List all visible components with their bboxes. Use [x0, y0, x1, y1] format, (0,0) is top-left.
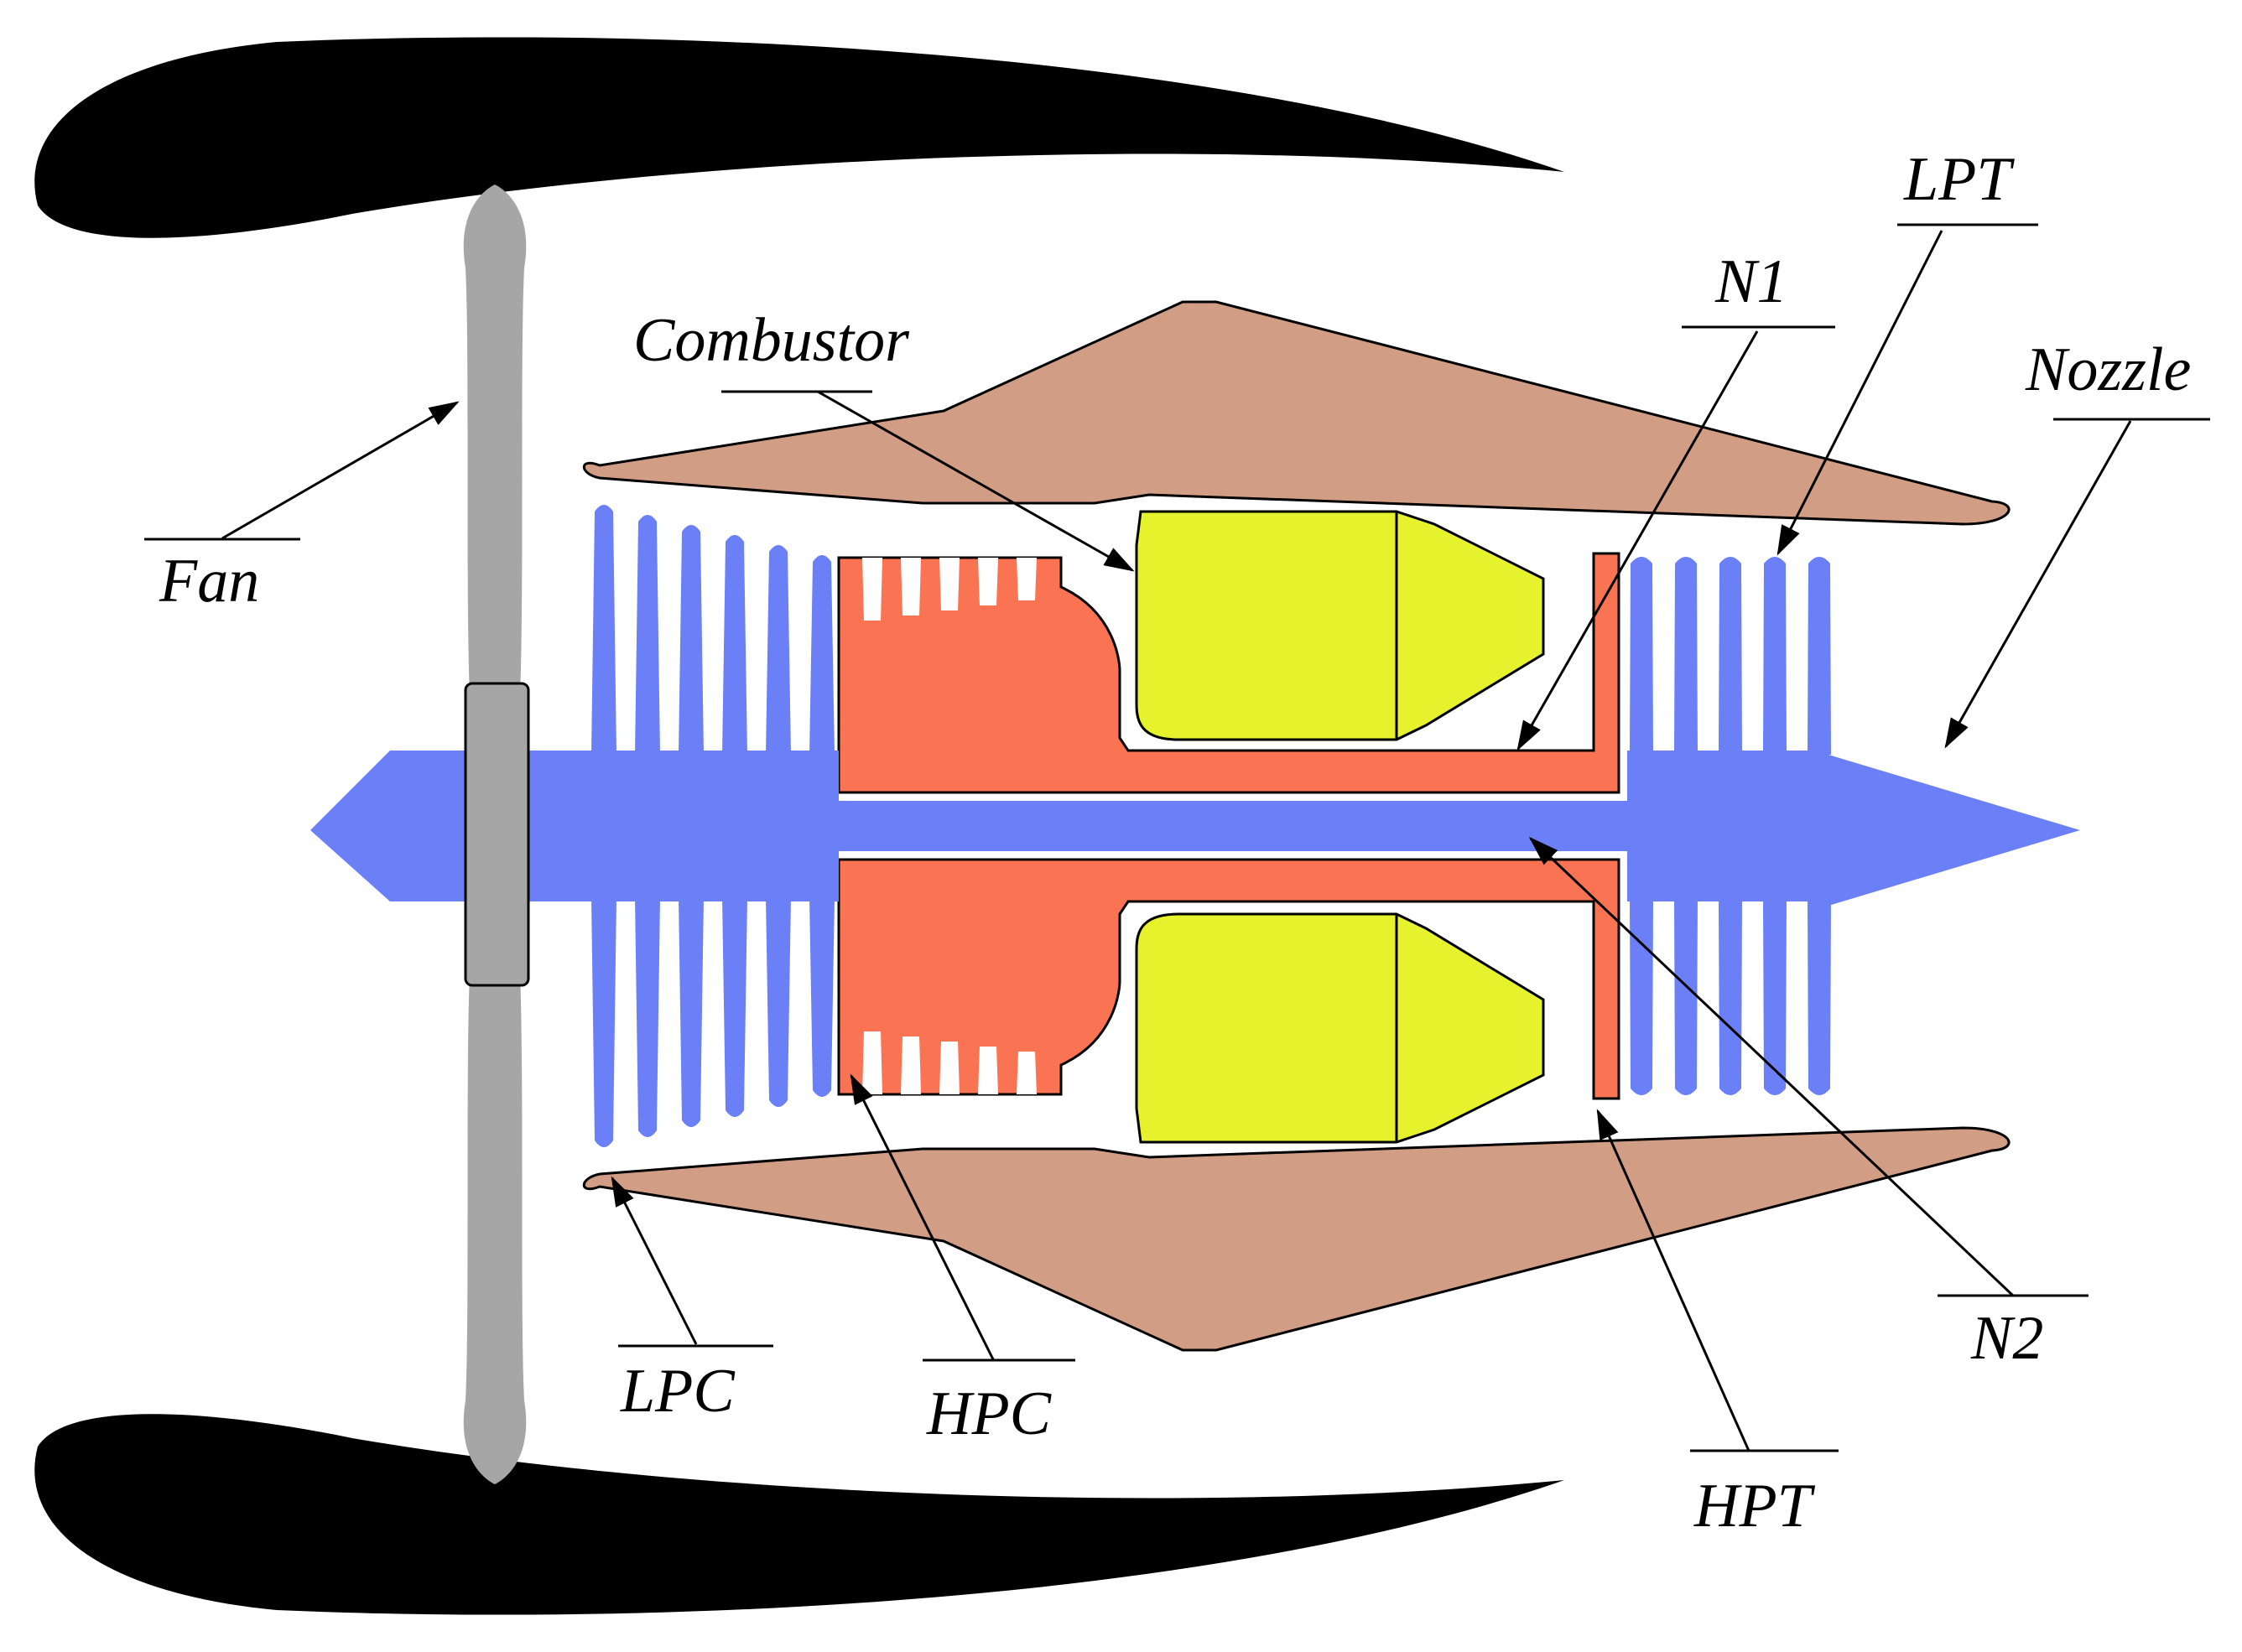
fan — [463, 184, 530, 1484]
lpt-blade — [1808, 897, 1831, 1095]
hpc-blades-upper — [862, 558, 1037, 621]
n2-leader — [1528, 836, 2015, 1297]
casing-upper — [582, 300, 2011, 526]
lpt-blade — [1630, 897, 1653, 1095]
nacelle-lower-cowl — [34, 1414, 1564, 1615]
hpc-blade — [978, 1047, 998, 1094]
hpc-lower-body — [837, 858, 1620, 1100]
hpc-upper-body — [837, 552, 1620, 794]
label-fan: Fan — [159, 547, 259, 616]
label-nozzle: Nozzle — [2025, 335, 2191, 404]
hpc-blade — [1017, 1052, 1037, 1094]
hpc-blade — [1017, 558, 1037, 600]
label-lpc: LPC — [620, 1357, 736, 1426]
lpc-blade — [722, 535, 747, 755]
fan-blade-lower — [463, 973, 527, 1484]
lpt-blade — [1808, 557, 1831, 755]
combustor — [1135, 510, 1545, 1144]
lpc-blades — [591, 505, 835, 1147]
leader-lines — [221, 230, 2132, 1452]
hpc-blade — [939, 558, 960, 610]
hpc-blade — [978, 558, 998, 605]
engine-casing — [582, 300, 2011, 1352]
lpc-blade — [635, 515, 660, 755]
lpt-blade — [1763, 897, 1787, 1095]
hpc-blade — [862, 1031, 882, 1094]
combustor-leader — [817, 390, 1135, 572]
hpc-blades-lower — [862, 1031, 1037, 1094]
fan-leader — [221, 401, 460, 540]
hpc-blade — [901, 1036, 921, 1094]
hpc-blade — [939, 1042, 960, 1094]
lpc-blade — [809, 555, 835, 755]
lpt-leader — [1776, 230, 1943, 556]
label-hpc: HPC — [926, 1379, 1053, 1448]
lpt-blades — [1630, 557, 1831, 1095]
lpc-blade — [679, 525, 704, 755]
lpt-blade — [1674, 557, 1698, 755]
hpt-leader — [1596, 1109, 1750, 1452]
low-spool-shaft-and-nozzle — [310, 751, 2080, 906]
lpc-blade — [809, 897, 835, 1097]
nacelle-upper-cowl — [34, 37, 1564, 238]
lpt-blade — [1763, 557, 1787, 755]
lpc-blade — [591, 897, 616, 1147]
lpt-blade — [1719, 897, 1742, 1095]
lpc-leader — [611, 1176, 698, 1345]
casing-lower — [582, 1126, 2011, 1352]
lpc-blade — [766, 545, 791, 755]
lpc-blade — [722, 897, 747, 1117]
label-hpt: HPT — [1693, 1472, 1816, 1540]
lpc-blade — [591, 505, 616, 755]
label-n2: N2 — [1970, 1304, 2043, 1373]
high-pressure-spool — [837, 552, 1620, 1100]
label-lpt: LPT — [1903, 145, 2015, 214]
label-underlines — [144, 223, 2210, 1452]
combustor-lower — [1135, 912, 1545, 1144]
nacelle — [34, 37, 1564, 1615]
label-n1: N1 — [1714, 247, 1787, 316]
low-pressure-spool — [310, 505, 2080, 1147]
n1-leader — [1516, 330, 1759, 751]
component-labels: Fan Combustor N1 LPT Nozzle LPC HPC HPT … — [159, 145, 2191, 1540]
fan-hub — [464, 682, 530, 987]
lpt-blade — [1719, 557, 1742, 755]
lpc-blade — [679, 897, 704, 1127]
combustor-upper — [1135, 510, 1545, 741]
hpc-leader — [850, 1073, 996, 1362]
lpc-blade — [766, 897, 791, 1107]
fan-blade-upper — [463, 184, 527, 696]
lpt-blade — [1630, 557, 1653, 755]
label-combustor: Combustor — [633, 306, 910, 375]
lpt-blade — [1674, 897, 1698, 1095]
nozzle-leader — [1944, 420, 2132, 749]
hpc-blade — [862, 558, 882, 621]
lpc-blade — [635, 897, 660, 1137]
hpc-blade — [901, 558, 921, 616]
